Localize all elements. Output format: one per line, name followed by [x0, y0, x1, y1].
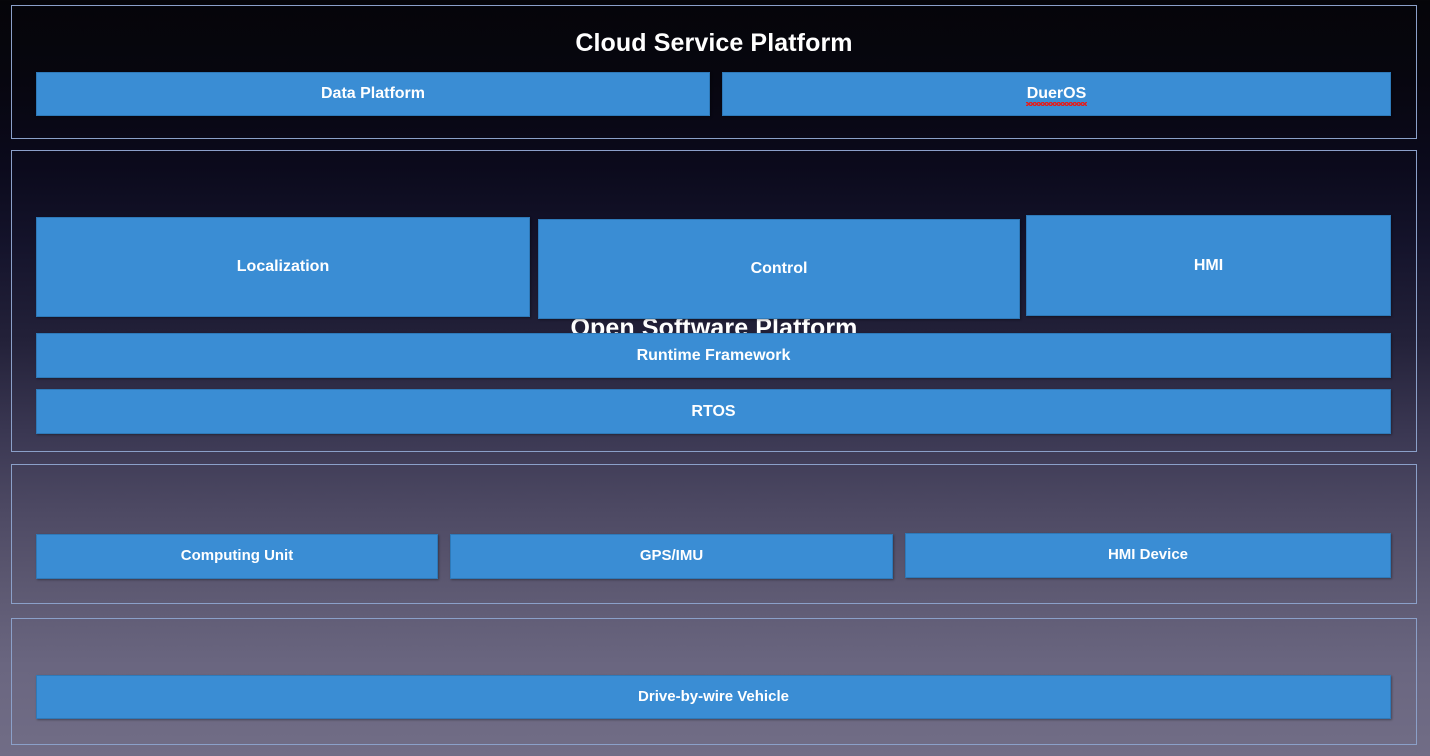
block-label-hmi-device: HMI Device: [1107, 546, 1189, 564]
block-label-gps-imu: GPS/IMU: [639, 547, 704, 565]
block-label-localization: Localization: [236, 258, 330, 276]
block-control[interactable]: Control: [538, 219, 1020, 319]
block-label-data-platform: Data Platform: [320, 85, 426, 103]
block-dueros[interactable]: DuerOS: [722, 72, 1391, 116]
layer-panel-reference-vehicle-platform: Reference Vehicle Platform: [11, 618, 1417, 745]
layer-panel-reference-hardware-platform: Reference Hardware Platform: [11, 464, 1417, 604]
block-rtos[interactable]: RTOS: [36, 389, 1391, 434]
block-label-hmi: HMI: [1193, 256, 1224, 274]
layer-panel-cloud-service-platform: Cloud Service Platform: [11, 5, 1417, 139]
block-hmi-device[interactable]: HMI Device: [905, 533, 1391, 578]
block-label-drive-by-wire-vehicle: Drive-by-wire Vehicle: [638, 687, 789, 705]
block-hmi[interactable]: HMI: [1026, 215, 1391, 316]
block-runtime-framework[interactable]: Runtime Framework: [36, 333, 1391, 378]
block-label-control: Control: [750, 260, 808, 278]
block-localization[interactable]: Localization: [36, 217, 530, 317]
block-drive-by-wire-vehicle[interactable]: Drive-by-wire Vehicle: [36, 675, 1391, 719]
block-computing-unit[interactable]: Computing Unit: [36, 534, 438, 579]
block-gps-imu[interactable]: GPS/IMU: [450, 534, 893, 579]
block-label-rtos: RTOS: [691, 402, 736, 420]
block-label-computing-unit: Computing Unit: [180, 547, 294, 565]
block-label-runtime-framework: Runtime Framework: [636, 346, 791, 364]
block-data-platform[interactable]: Data Platform: [36, 72, 710, 116]
block-label-dueros: DuerOS: [1025, 84, 1087, 106]
layer-title-cloud-service-platform: Cloud Service Platform: [575, 29, 853, 57]
